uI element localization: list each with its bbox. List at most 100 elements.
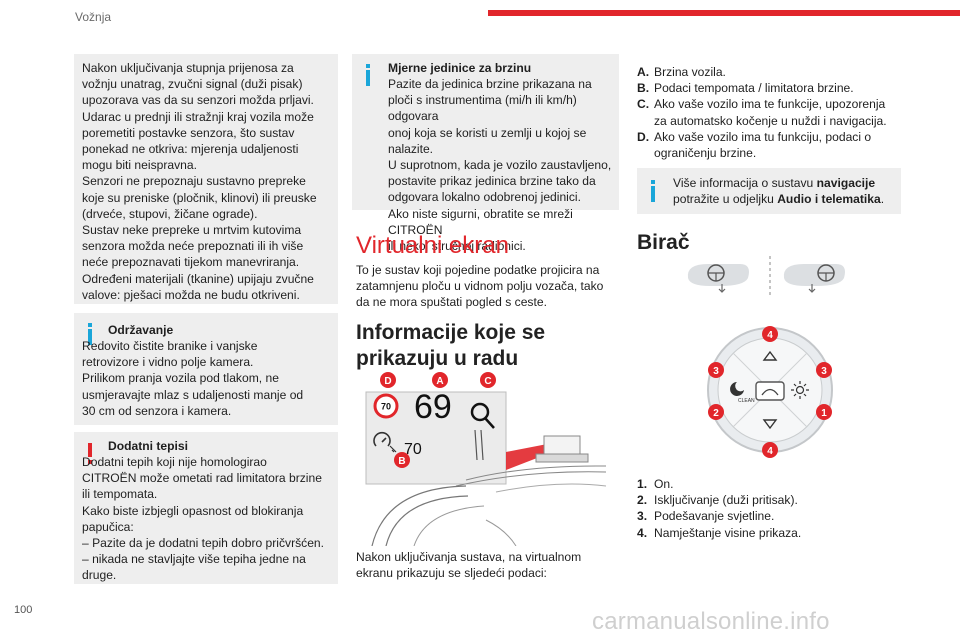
maintenance-line: 30 cm od senzora i kamera.: [82, 403, 232, 418]
cruise-control-icon: [373, 431, 397, 453]
speed-limit-value: 70: [381, 402, 391, 412]
virtual-line: To je sustav koji pojedine podatke proji…: [356, 263, 600, 277]
legend-key: B.: [637, 81, 650, 96]
nav-note-text: Više informacija o sustavu: [673, 176, 817, 190]
units-line: U suprotnom, kada je vozilo zaustavljeno…: [388, 158, 612, 173]
units-line: Pazite da jedinica brzine prikazana na: [388, 77, 592, 91]
intro-line: Određeni materijali (tkanine) upijaju zv…: [82, 271, 314, 286]
info-heading-line2: prikazuju u radu: [356, 347, 519, 370]
center-caption: CLEAN: [738, 398, 755, 404]
units-line: Ako niste sigurni, obratite se mreži CIT…: [388, 206, 573, 237]
svg-text:A: A: [436, 376, 443, 387]
legend-text: ograničenju brzine.: [654, 146, 757, 161]
legend-text: za automatsko kočenje u nuždi i navigaci…: [654, 113, 887, 128]
intro-line: Udarac u prednji ili stražnji kraj vozil…: [82, 109, 314, 124]
legend-item: ograničenju brzine.: [637, 145, 907, 161]
navigation-note: Više informacija o sustavu navigacije po…: [637, 168, 901, 214]
legend-item: C.Ako vaše vozilo ima te funkcije, upozo…: [637, 96, 907, 112]
selector-item: 3. Podešavanje svjetline.: [637, 508, 897, 524]
badge-1-right: 1: [816, 404, 832, 420]
maintenance-title: Održavanje: [108, 323, 174, 337]
after-line: Nakon uključivanja sustava, na virtualno…: [356, 550, 582, 564]
intro-line: poremetiti postavke senzora, što sustav: [82, 125, 295, 140]
units-line: ploči s instrumentima (mi/h ili km/h) od…: [388, 93, 577, 124]
svg-text:2: 2: [713, 408, 719, 419]
maintenance-note: Održavanje Redovito čistite branike i va…: [74, 313, 338, 425]
intro-line: neće prepoznavati tijekom manevriranja.: [82, 255, 300, 270]
badge-2-left: 2: [708, 404, 724, 420]
watermark: carmanualsonline.info: [592, 608, 830, 635]
intro-line: ponekad ne otkriva: mjerenja udaljenosti: [82, 142, 299, 157]
warning-line: Dodatni tepih koji nije homologirao: [82, 455, 267, 469]
page-number: 100: [14, 604, 33, 616]
intro-box: Nakon uključivanja stupnja prijenosa za v…: [74, 54, 338, 304]
maintenance-line: Redovito čistite branike i vanjske: [82, 339, 258, 353]
svg-text:4: 4: [767, 330, 773, 341]
arrow-down-icon: [718, 284, 726, 293]
selector-item-key: 4.: [637, 525, 648, 540]
warning-line: – Pazite da je dodatni tepih dobro pričv…: [82, 536, 325, 551]
svg-text:3: 3: [821, 366, 827, 377]
hud-control-panel: CLEAN 4 3 3 2 1 4: [707, 326, 833, 458]
section-title: Vožnja: [75, 10, 112, 24]
info-icon: [651, 180, 655, 202]
intro-line: mogu biti neispravna.: [82, 158, 197, 173]
callout-c: C: [480, 372, 496, 388]
legend-item: A.Brzina vozila.: [637, 64, 907, 80]
svg-text:B: B: [398, 456, 405, 467]
selector-item-key: 1.: [637, 477, 648, 491]
selector-item-text: Podešavanje svjetline.: [654, 509, 775, 524]
badge-4-top: 4: [762, 326, 778, 342]
center-button: [755, 381, 785, 401]
selector-item: 1. On.: [637, 476, 897, 492]
legend-text: Ako vaše vozilo ima te funkcije, upozore…: [654, 97, 886, 112]
legend-key: [637, 145, 654, 161]
virtual-screen-heading: Virtualni ekran: [356, 232, 509, 259]
arrow-up-icon: [762, 350, 778, 361]
speed-limit-sign: [373, 393, 399, 419]
intro-line: upozorava vas da su senzori možda prljav…: [82, 93, 314, 108]
selector-item-key: 3.: [637, 509, 648, 524]
speed-units-note: Mjerne jedinice za brzinu Pazite da jedi…: [352, 54, 619, 253]
callout-d: D: [380, 372, 396, 388]
arrow-down-icon: [762, 419, 778, 430]
info-icon: [88, 323, 92, 345]
sun-icon: [791, 381, 809, 399]
callout-b: B: [394, 452, 410, 468]
maintenance-line: usmjeravajte mlaz s udaljenosti manje od: [82, 387, 304, 402]
legend-key: [637, 113, 654, 129]
units-line: ili nekoj stručnoj radionici.: [388, 239, 526, 254]
legend-text: Podaci tempomata / limitatora brzine.: [654, 81, 854, 96]
selector-item-key: 2.: [637, 493, 648, 508]
intro-line: Nakon uključivanja stupnja prijenosa za: [82, 61, 294, 75]
nav-note-bold-1: navigacije: [816, 176, 876, 190]
hud-cruise-value: 70: [404, 441, 422, 458]
selector-item-text: On.: [654, 477, 674, 491]
info-heading: Informacije koje se prikazuju u radu: [356, 320, 545, 372]
warning-line: druge.: [82, 568, 117, 583]
steering-position-icons: [687, 256, 845, 296]
svg-text:D: D: [384, 376, 391, 387]
selector-item-text: Namještanje visine prikaza.: [654, 525, 802, 540]
virtual-line: da ne mora spuštati pogled s ceste.: [356, 295, 547, 310]
maintenance-line: Prilikom pranja vozila pod tlakom, ne: [82, 371, 279, 386]
warning-icon: [88, 443, 92, 464]
selector-item-text: Isključivanje (duži pritisak).: [654, 493, 798, 508]
units-line: onoj koja se koristi u zemlji u kojoj se…: [388, 125, 587, 156]
intro-line: valove: pješaci možda ne budu otkriveni.: [82, 287, 300, 302]
legend-item: D. Ako vaše vozilo ima tu funkciju, podac…: [637, 129, 907, 145]
badge-4-bottom: 4: [762, 442, 778, 458]
legend-list: A.Brzina vozila.B. Podaci tempomata / lim…: [637, 64, 907, 161]
intro-line: senzora možda neće prepoznati ili ih viš…: [82, 239, 304, 254]
selector-items: 1. On. 2. Isključivanje (duži pritisak). 3. P…: [637, 476, 897, 541]
warning-line: CITROËN može ometati rad limitatora brzi…: [82, 471, 322, 486]
virtual-line: zatamnjenu ploču u vidnom polju vozača, …: [356, 279, 604, 294]
legend-text: Ako vaše vozilo ima tu funkciju, podaci …: [654, 129, 872, 144]
mats-warning: Dodatni tepisi Dodatni tepih koji nije h…: [74, 432, 338, 584]
svg-text:C: C: [484, 376, 491, 387]
header-accent-bar: [488, 10, 960, 16]
legend-key: D.: [637, 129, 650, 144]
legend-key: A.: [637, 65, 650, 79]
intro-line: Sustav neke prepreke u mrtvim kutovima: [82, 223, 302, 238]
legend-item: za automatsko kočenje u nuždi i navigaci…: [637, 113, 907, 129]
